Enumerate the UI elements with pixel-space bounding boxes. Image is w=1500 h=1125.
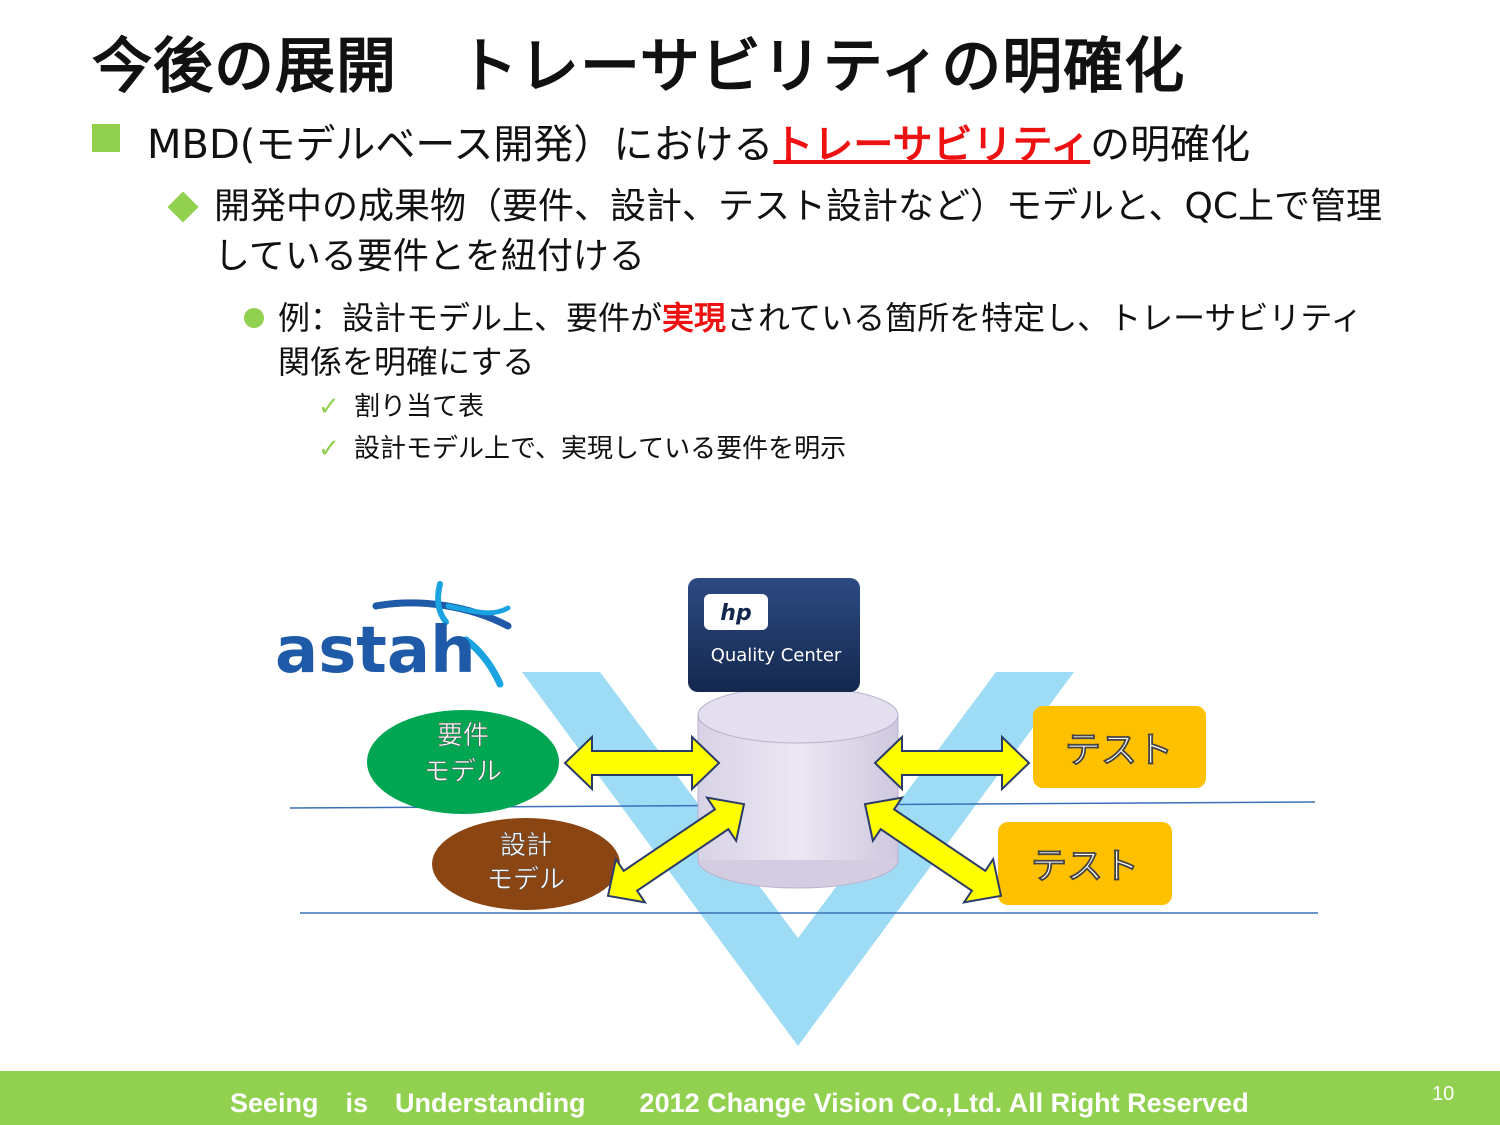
bullet-level2: 開発中の成果物（要件、設計、テスト設計など）モデルと、QC上で管理している要件と… [167,182,1388,282]
square-bullet-icon [92,124,120,152]
quality-center-label: Quality Center [711,645,842,666]
check-item-label: 設計モデル上で、実現している要件を明示 [354,434,847,464]
v-model-shape [522,672,1074,1046]
test-box-bottom: テスト [998,822,1172,905]
database-cylinder [697,686,899,889]
footer-text: Seeing is Understanding 2012 Change Visi… [230,1088,1249,1118]
design-model-node: 設計 モデル [432,818,620,910]
test-top-label: テスト [1065,730,1173,771]
checkmark-icon: ✓ [318,392,340,422]
astah-logo: astah [275,581,512,688]
quality-center-logo: hp Quality Center [688,578,860,692]
bullet3-highlight: 実現 [662,299,727,337]
checkmark-icon: ✓ [318,434,340,464]
req-model-label-2: モデル [424,757,502,787]
double-arrow-req-db [563,734,721,792]
check-item: ✓ 割り当て表 [318,386,484,423]
check-item: ✓ 設計モデル上で、実現している要件を明示 [318,428,846,465]
dot-bullet-icon [244,308,264,328]
bullet2-text: 開発中の成果物（要件、設計、テスト設計など）モデルと、QC上で管理している要件と… [214,186,1383,277]
double-arrow-db-test-bottom [863,796,1003,904]
slide-title: 今後の展開 トレーサビリティの明確化 [92,32,1186,102]
design-model-label-2: モデル [487,865,565,895]
hp-logo-text: hp [720,601,751,626]
astah-logo-text: astah [275,614,476,688]
divider-line-top [289,801,1316,809]
diamond-bullet-icon [167,191,199,223]
check-item-label: 割り当て表 [354,392,485,422]
design-model-label-1: 設計 [500,831,552,861]
bullet3-suffix: されている箇所を特定し、トレーサビリティ関係を明確にする [278,299,1363,381]
footer-bar: Seeing is Understanding 2012 Change Visi… [0,1071,1500,1125]
bullet3-prefix: 例：設計モデル上、要件が [278,299,663,337]
bullet1-prefix: MBD(モデルベース開発）における [147,122,774,168]
bullet-level3: 例：設計モデル上、要件が実現されている箇所を特定し、トレーサビリティ関係を明確に… [244,296,1394,384]
test-box-top: テスト [1033,706,1206,788]
req-model-label-1: 要件 [437,721,489,751]
requirement-model-node: 要件 モデル [367,710,559,814]
double-arrow-db-test-top [873,734,1031,792]
double-arrow-design-db [606,796,746,904]
bullet1-suffix: の明確化 [1090,122,1251,168]
test-bottom-label: テスト [1031,846,1139,887]
bullet1-highlight: トレーサビリティ [773,122,1091,168]
page-number: 10 [1432,1083,1455,1105]
